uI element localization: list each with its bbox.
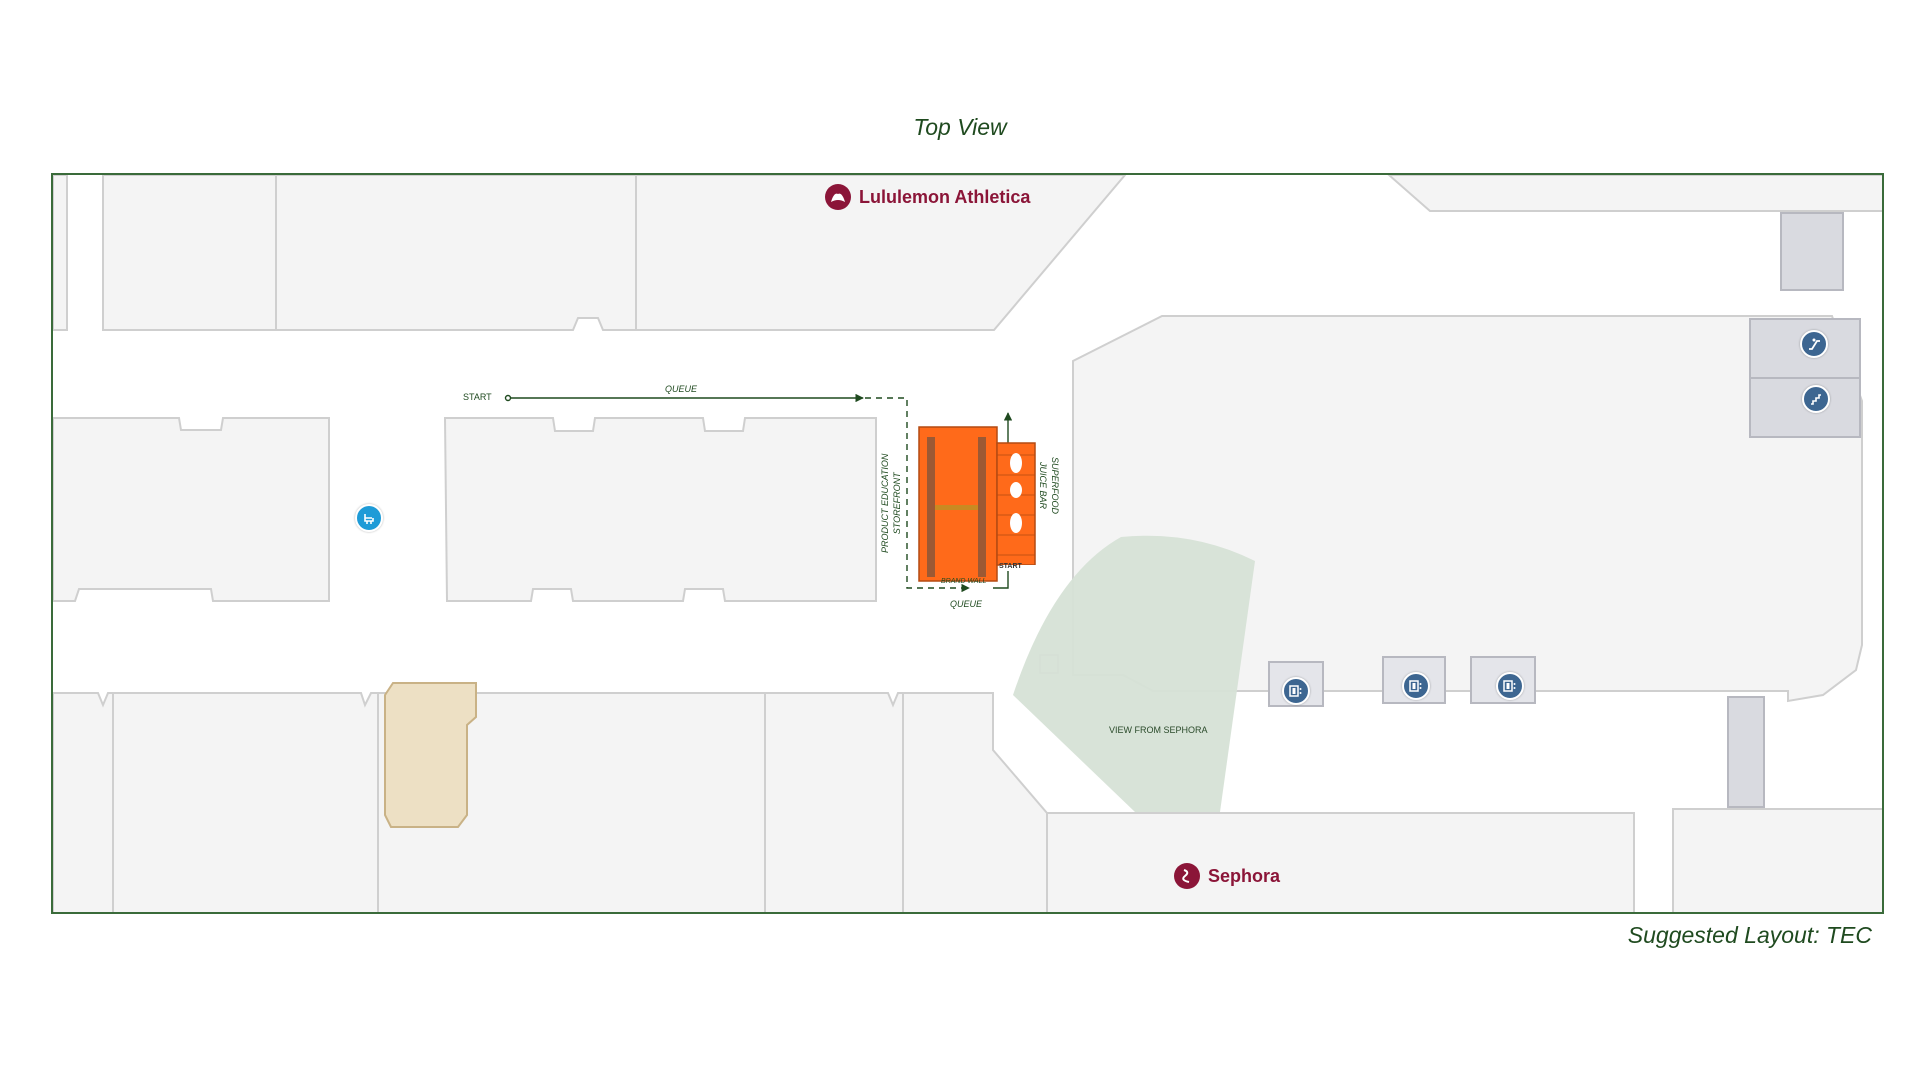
escalator-up-icon[interactable]	[1800, 330, 1828, 358]
atm-icon[interactable]	[1282, 677, 1310, 705]
superfood-juice-bar-label: SUPERFOOD JUICE BAR	[1038, 457, 1060, 515]
island-block-center	[443, 417, 877, 602]
store-block-top-1	[102, 175, 277, 331]
atm-icon[interactable]	[1496, 672, 1524, 700]
store-block-bottom-1	[53, 692, 114, 912]
floor-plan-svg	[53, 175, 1882, 912]
queue-dashed-path	[865, 397, 970, 593]
view-from-sephora-cone	[1013, 535, 1255, 812]
store-block-top-2	[275, 175, 637, 331]
booth-start-label: START	[999, 563, 1022, 570]
queue-bottom-label: QUEUE	[950, 599, 983, 609]
island-block-left	[53, 417, 330, 602]
floor-plan-map[interactable]: Lululemon Athletica Sephora START QUEUE …	[51, 173, 1884, 914]
beige-kiosk	[384, 682, 477, 828]
bottom-store-blocks	[53, 692, 1882, 912]
queue-top-label: QUEUE	[665, 384, 698, 394]
start-label: START	[463, 392, 492, 402]
column-top-right	[1780, 212, 1844, 291]
escalator-down-icon[interactable]	[1802, 385, 1830, 413]
sephora-store-label[interactable]: Sephora	[1174, 863, 1280, 889]
page-title: Top View	[913, 114, 1007, 140]
view-from-sephora-label: VIEW FROM SEPHORA	[1109, 725, 1208, 735]
lululemon-name: Lululemon Athletica	[859, 186, 1031, 207]
store-block-bottom-4	[764, 692, 904, 912]
lululemon-store-label[interactable]: Lululemon Athletica	[825, 184, 1030, 210]
store-block-bottom-right	[1672, 808, 1882, 912]
store-block-top-lululemon	[635, 175, 1127, 331]
top-store-blocks	[102, 175, 1882, 331]
column-bottom-right	[1727, 696, 1765, 808]
brand-wall-label: BRAND WALL	[941, 578, 987, 585]
store-block-bottom-2	[112, 692, 379, 912]
booth	[918, 426, 1037, 582]
product-education-label: PRODUCT EDUCATION STOREFRONT	[880, 453, 902, 553]
family-seating-icon[interactable]	[355, 504, 383, 532]
store-block-bottom-sephora	[1046, 812, 1635, 912]
layout-caption: Suggested Layout: TEC	[1627, 922, 1872, 948]
store-block-bottom-3	[377, 692, 766, 912]
sephora-logo-icon	[1174, 863, 1200, 889]
store-block-top-edge	[53, 175, 68, 331]
center-island-blocks	[53, 315, 1863, 703]
atm-icon[interactable]	[1402, 672, 1430, 700]
sephora-name: Sephora	[1208, 865, 1281, 886]
store-block-top-right	[1387, 175, 1882, 212]
lululemon-logo-icon	[825, 184, 851, 210]
